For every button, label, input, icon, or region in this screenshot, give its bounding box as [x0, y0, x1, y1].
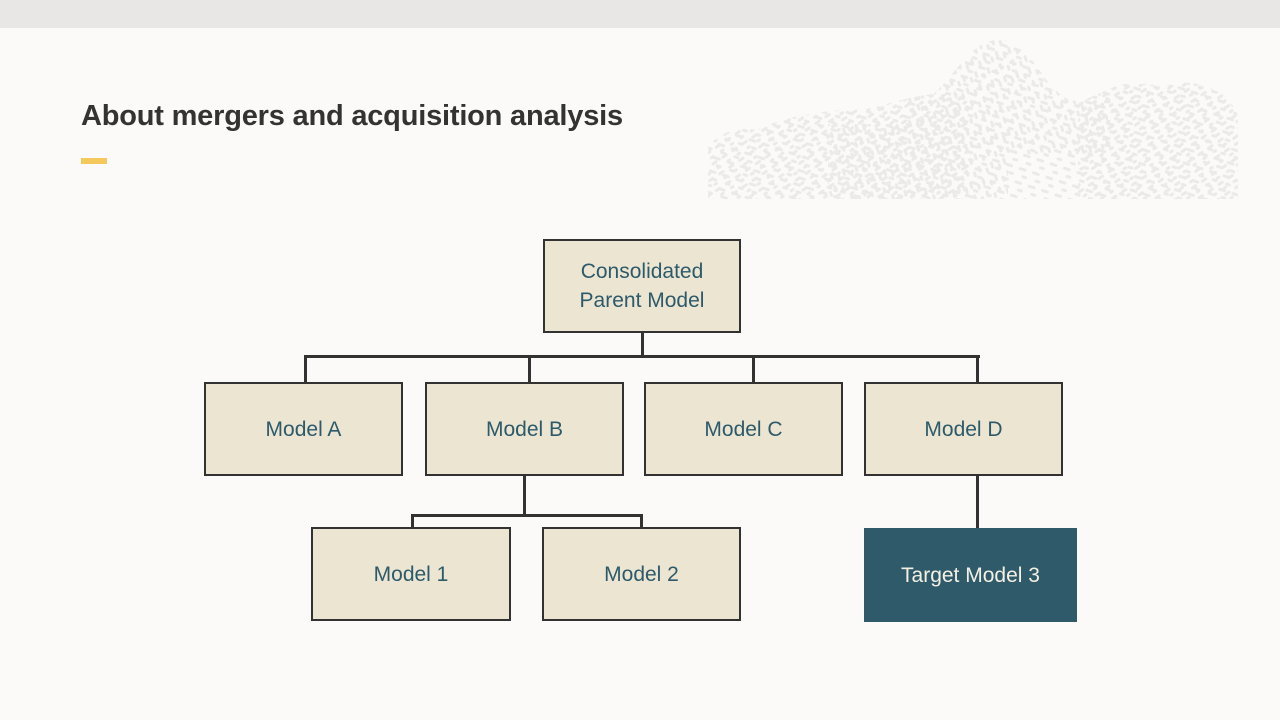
- node-label: Model 2: [604, 562, 679, 586]
- connector-drop-model-c: [752, 355, 755, 384]
- node-label: Model C: [704, 417, 783, 441]
- connector-drop-model-a: [304, 355, 307, 384]
- page-title: About mergers and acquisition analysis: [81, 100, 623, 132]
- connector-model-d-to-target: [976, 476, 979, 530]
- window-top-bar: [0, 0, 1280, 28]
- node-label: Model 1: [373, 562, 449, 586]
- node-model-2[interactable]: Model 2: [542, 527, 741, 621]
- node-target-model-3[interactable]: Target Model 3: [864, 528, 1077, 622]
- node-model-1[interactable]: Model 1: [311, 527, 511, 621]
- node-model-a[interactable]: Model A: [204, 382, 403, 476]
- node-label: Model A: [265, 417, 342, 441]
- node-label: Target Model 3: [901, 563, 1040, 587]
- connector-drop-model-1: [411, 514, 414, 529]
- connector-model-b-down: [523, 476, 526, 516]
- node-model-c[interactable]: Model C: [644, 382, 843, 476]
- node-label: Model B: [485, 417, 564, 441]
- connector-level2-bus: [411, 514, 643, 517]
- node-label: Model D: [924, 417, 1003, 441]
- connector-level1-bus: [304, 355, 980, 358]
- node-model-d[interactable]: Model D: [864, 382, 1063, 476]
- connector-drop-model-b: [528, 355, 531, 384]
- node-model-b[interactable]: Model B: [425, 382, 624, 476]
- connector-drop-model-2: [640, 514, 643, 529]
- connector-drop-model-d: [976, 355, 979, 384]
- connector-root-down: [641, 333, 644, 358]
- title-accent-bar: [81, 158, 107, 164]
